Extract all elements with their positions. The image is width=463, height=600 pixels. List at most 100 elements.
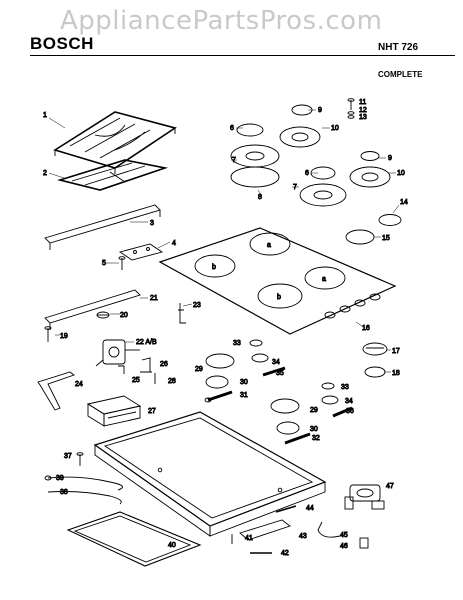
callout-20[interactable]: 20 <box>120 312 129 320</box>
callout-10b[interactable]: 10 <box>397 170 406 178</box>
callout-35[interactable]: 35 <box>276 370 285 378</box>
part-ring-8[interactable] <box>230 166 280 188</box>
part-module-27[interactable] <box>86 395 142 427</box>
part-nut-13[interactable] <box>347 115 355 119</box>
callout-44[interactable]: 44 <box>306 505 315 513</box>
part-seal-30b[interactable] <box>276 421 300 435</box>
callout-43[interactable]: 43 <box>299 533 308 541</box>
part-head-34a[interactable] <box>251 353 269 363</box>
part-seal-30a[interactable] <box>205 375 229 389</box>
callout-31[interactable]: 31 <box>240 392 249 400</box>
part-clip-20[interactable] <box>96 311 110 319</box>
callout-28[interactable]: 28 <box>168 378 177 386</box>
callout-24[interactable]: 24 <box>75 381 84 389</box>
callout-29b[interactable]: 29 <box>310 407 319 415</box>
part-head-7b[interactable] <box>299 183 347 207</box>
callout-22[interactable]: 22 A/B <box>136 339 158 347</box>
part-injector-32[interactable] <box>284 432 311 445</box>
callout-3[interactable]: 3 <box>150 220 155 228</box>
callout-6a[interactable]: 6 <box>230 125 235 133</box>
callout-4[interactable]: 4 <box>172 240 177 248</box>
part-injector-36[interactable] <box>332 406 353 418</box>
part-clip-26[interactable] <box>140 357 152 373</box>
callout-27[interactable]: 27 <box>148 408 157 416</box>
part-grate-bottom[interactable] <box>57 159 169 191</box>
callout-47[interactable]: 47 <box>386 483 395 491</box>
part-regulator-47[interactable] <box>344 484 385 510</box>
part-injector-31[interactable] <box>204 390 233 403</box>
part-ring-15[interactable] <box>345 229 375 245</box>
part-clip-25[interactable] <box>118 365 125 374</box>
callout-18[interactable]: 18 <box>392 370 401 378</box>
part-screw-11[interactable] <box>347 98 355 110</box>
part-rail-21[interactable] <box>44 289 141 330</box>
callout-17[interactable]: 17 <box>392 348 401 356</box>
part-plate-43[interactable] <box>239 519 291 541</box>
callout-46[interactable]: 46 <box>340 543 349 551</box>
part-head-7a[interactable] <box>230 144 280 168</box>
callout-37[interactable]: 37 <box>64 453 73 461</box>
part-cable-45[interactable] <box>317 521 341 538</box>
part-plate-40[interactable] <box>66 511 202 567</box>
part-wiring-39[interactable] <box>44 475 123 491</box>
callout-7a[interactable]: 7 <box>232 157 237 165</box>
callout-36[interactable]: 36 <box>346 408 355 416</box>
part-washer-12[interactable] <box>347 111 355 115</box>
callout-34a[interactable]: 34 <box>272 359 281 367</box>
part-bracket-24[interactable] <box>37 371 75 411</box>
callout-11[interactable]: 11 <box>359 99 367 107</box>
callout-15[interactable]: 15 <box>382 235 391 243</box>
callout-21[interactable]: 21 <box>150 295 159 303</box>
callout-13[interactable]: 13 <box>359 114 368 122</box>
callout-38[interactable]: 38 <box>60 489 69 497</box>
callout-25[interactable]: 25 <box>132 377 141 385</box>
part-rail-3[interactable] <box>44 204 161 250</box>
callout-10a[interactable]: 10 <box>331 125 340 133</box>
callout-23[interactable]: 23 <box>193 302 202 310</box>
callout-29a[interactable]: 29 <box>195 366 204 374</box>
callout-26[interactable]: 26 <box>160 361 169 369</box>
callout-45[interactable]: 45 <box>340 532 349 540</box>
part-plug-46[interactable] <box>359 537 369 549</box>
callout-8[interactable]: 8 <box>258 194 263 202</box>
part-cap-33b[interactable] <box>321 382 335 390</box>
part-bottom-tray[interactable] <box>93 411 327 537</box>
part-injector-35[interactable] <box>262 366 286 377</box>
part-screw-5[interactable] <box>118 256 126 270</box>
part-knob-17[interactable] <box>362 342 388 356</box>
callout-32[interactable]: 32 <box>312 435 321 443</box>
part-bracket-4[interactable] <box>118 243 164 261</box>
part-ring-29b[interactable] <box>270 398 300 414</box>
callout-41[interactable]: 41 <box>245 535 254 543</box>
callout-1[interactable]: 1 <box>43 112 48 120</box>
part-bezel-18[interactable] <box>364 366 386 378</box>
callout-14[interactable]: 14 <box>400 199 409 207</box>
part-strip-44[interactable] <box>275 505 297 513</box>
callout-42[interactable]: 42 <box>281 550 290 558</box>
part-valve-22[interactable] <box>95 339 140 367</box>
part-cap-9b[interactable] <box>360 151 380 161</box>
part-screw-37[interactable] <box>76 452 84 466</box>
part-ring-14[interactable] <box>378 214 402 226</box>
part-electrode-23[interactable] <box>178 303 186 324</box>
callout-34b[interactable]: 34 <box>345 398 354 406</box>
callout-12[interactable]: 12 <box>359 107 368 115</box>
callout-39[interactable]: 39 <box>56 475 65 483</box>
callout-33b[interactable]: 33 <box>341 384 350 392</box>
callout-7b[interactable]: 7 <box>293 184 298 192</box>
callout-30b[interactable]: 30 <box>310 426 319 434</box>
callout-40[interactable]: 40 <box>168 542 177 550</box>
callout-19[interactable]: 19 <box>60 333 69 341</box>
callout-9a[interactable]: 9 <box>318 107 323 115</box>
callout-16[interactable]: 16 <box>362 325 371 333</box>
part-glass-cooktop[interactable] <box>158 227 397 335</box>
part-head-10a[interactable] <box>279 126 321 148</box>
part-cap-33a[interactable] <box>249 339 263 347</box>
part-grate-top[interactable] <box>53 111 177 174</box>
part-wiring-38[interactable] <box>47 491 122 505</box>
part-ring-29a[interactable] <box>205 353 235 369</box>
callout-30a[interactable]: 30 <box>240 379 249 387</box>
part-head-10b[interactable] <box>349 166 391 188</box>
part-head-34b[interactable] <box>321 395 339 405</box>
callout-9b[interactable]: 9 <box>388 155 393 163</box>
